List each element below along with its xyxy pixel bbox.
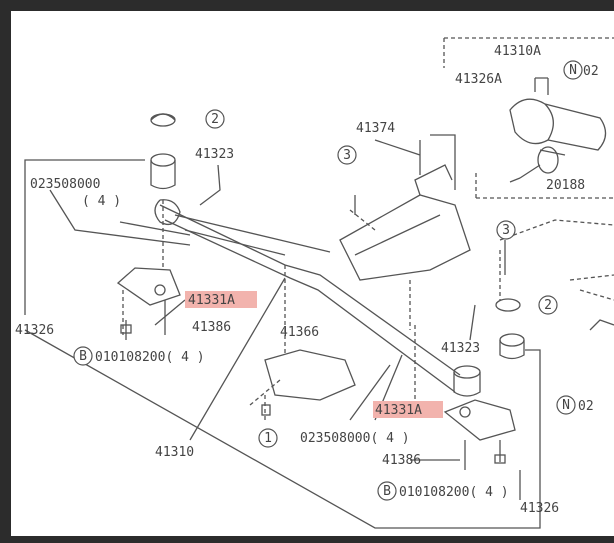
label-023508000-top: 023508000 bbox=[30, 177, 100, 192]
marker-N-top bbox=[563, 60, 583, 80]
inset-bushing bbox=[509, 98, 554, 145]
marker-1-text: 1 bbox=[264, 431, 272, 446]
label-20188: 20188 bbox=[546, 178, 585, 193]
marker-B-left bbox=[73, 346, 93, 366]
label-41323-top: 41323 bbox=[195, 147, 234, 162]
marker-2-top-text: 2 bbox=[211, 112, 219, 127]
label-41310: 41310 bbox=[155, 445, 194, 460]
inset-box bbox=[443, 37, 614, 199]
label-41366: 41366 bbox=[280, 325, 319, 340]
label-41331A-right: 41331A bbox=[375, 403, 422, 418]
right-mount bbox=[453, 365, 481, 379]
marker-1 bbox=[258, 428, 278, 448]
right-bracket bbox=[443, 399, 516, 441]
marker-3-right bbox=[496, 220, 516, 240]
marker-B-right bbox=[377, 481, 397, 501]
marker-N-top-text: N bbox=[569, 63, 577, 78]
label-41331A-left: 41331A bbox=[188, 293, 235, 308]
marker-2-top bbox=[205, 109, 225, 129]
rear-bracket bbox=[339, 194, 471, 281]
label-41326A: 41326A bbox=[455, 72, 502, 87]
marker-3-right-text: 3 bbox=[502, 223, 510, 238]
marker-3-top-text: 3 bbox=[343, 148, 351, 163]
marker-2-right bbox=[538, 295, 558, 315]
marker-2-right-text: 2 bbox=[544, 298, 552, 313]
label-41326-right: 41326 bbox=[520, 501, 559, 516]
label-qty4-top: ( 4 ) bbox=[82, 194, 121, 209]
label-41374: 41374 bbox=[356, 121, 395, 136]
label-n02-right: 02 bbox=[578, 399, 594, 414]
left-bracket bbox=[116, 267, 181, 306]
marker-B-left-text: B bbox=[79, 349, 87, 364]
marker-N-right-text: N bbox=[562, 398, 570, 413]
marker-B-right-text: B bbox=[383, 484, 391, 499]
highlight-41331A-left bbox=[185, 291, 257, 308]
right-partial bbox=[569, 274, 614, 301]
label-41323-right: 41323 bbox=[441, 341, 480, 356]
marker-3-top bbox=[337, 145, 357, 165]
label-41310A: 41310A bbox=[494, 44, 541, 59]
left-mount bbox=[150, 153, 176, 167]
label-bolt-right: 010108200( 4 ) bbox=[399, 485, 509, 500]
label-bolt-left: 010108200( 4 ) bbox=[95, 350, 205, 365]
marker-N-right bbox=[556, 395, 576, 415]
label-023508000-bottom: 023508000( 4 ) bbox=[300, 431, 410, 446]
label-n02: 02 bbox=[583, 64, 599, 79]
bracket-41366 bbox=[264, 349, 356, 401]
label-41326-left: 41326 bbox=[15, 323, 54, 338]
leader-lines bbox=[49, 139, 476, 341]
inset-ring bbox=[537, 146, 559, 174]
label-41386-left: 41386 bbox=[192, 320, 231, 335]
crossmember-beam bbox=[159, 204, 461, 393]
highlight-41331A-right bbox=[373, 401, 443, 418]
label-41386-right: 41386 bbox=[382, 453, 421, 468]
